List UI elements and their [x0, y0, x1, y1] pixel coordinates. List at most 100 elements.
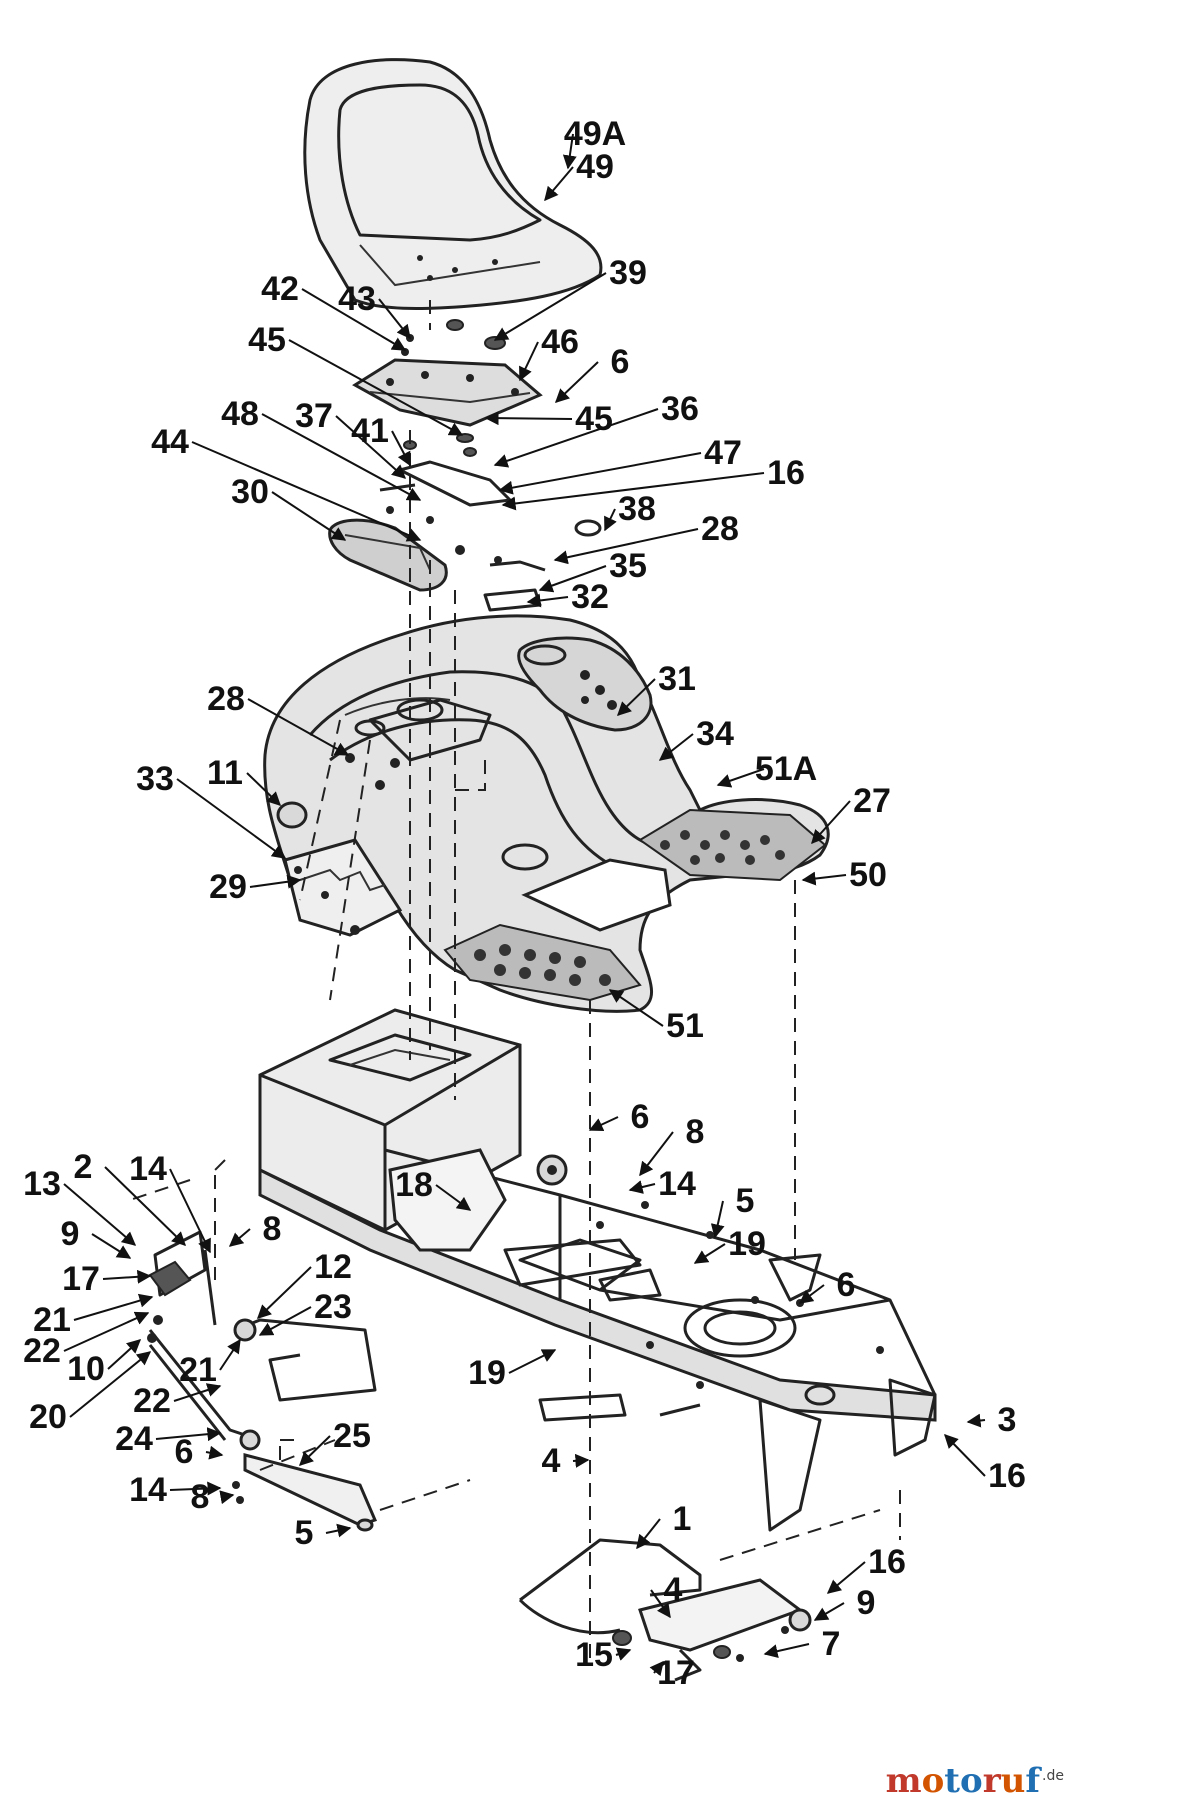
leader-line-c9a: [91, 1233, 132, 1259]
callout-label-c36: 36: [661, 390, 699, 428]
leader-line-c38: [604, 508, 617, 532]
leader-line-c19a: [693, 1243, 726, 1264]
callout-label-c1: 1: [673, 1500, 692, 1538]
callout-label-c4a: 4: [542, 1442, 561, 1480]
leader-line-c16b: [944, 1433, 986, 1477]
leader-line-c28b: [247, 698, 350, 756]
leader-line-c23: [258, 1306, 312, 1336]
leader-line-c29: [249, 874, 302, 889]
callout-label-c7: 7: [822, 1625, 841, 1663]
callout-label-c16c: 16: [868, 1543, 906, 1581]
leader-line-c49A: [562, 133, 577, 170]
leader-line-c46: [519, 341, 539, 382]
leader-line-c21b: [219, 1338, 241, 1371]
leader-line-c48: [261, 413, 422, 501]
callout-label-c22a: 22: [23, 1332, 61, 1370]
leader-line-c30: [271, 491, 347, 541]
leader-line-c9b: [813, 1602, 845, 1621]
leader-line-c22a: [63, 1311, 150, 1352]
leader-line-c14a: [628, 1180, 656, 1194]
knob: [276, 801, 308, 829]
leader-line-c47: [498, 452, 702, 495]
watermark: motoruf .de: [886, 1761, 1064, 1800]
leader-line-c33: [176, 778, 287, 859]
callout-label-c51: 51: [666, 1007, 704, 1045]
leader-line-c8a: [639, 1131, 674, 1177]
callout-label-c10: 10: [67, 1350, 105, 1388]
seat-slide-parts: [379, 433, 602, 612]
leader-line-c17a: [102, 1269, 152, 1284]
leader-line-c12: [256, 1266, 312, 1319]
lift-linkage: [147, 1230, 378, 1532]
callout-label-c14b: 14: [129, 1150, 167, 1188]
leader-line-c6d: [205, 1445, 224, 1460]
callout-label-c14a: 14: [658, 1165, 696, 1203]
callout-label-c42: 42: [261, 270, 299, 308]
leader-line-c4b: [650, 1589, 671, 1619]
seat-hardware: [401, 319, 506, 356]
seat-pan-bracket: [352, 358, 543, 427]
callout-label-c28b: 28: [207, 680, 245, 718]
leader-line-c16a: [501, 472, 765, 511]
leader-line-c16c: [826, 1561, 866, 1594]
callout-label-c5a: 5: [736, 1182, 755, 1220]
callout-label-c21b: 21: [179, 1351, 217, 1389]
callout-label-c29: 29: [209, 868, 247, 906]
leader-line-c35: [538, 565, 607, 593]
leader-line-c43: [378, 298, 411, 340]
callout-label-c15: 15: [575, 1636, 613, 1674]
callout-label-c8a: 8: [686, 1113, 705, 1151]
callout-label-c19a: 19: [728, 1225, 766, 1263]
leader-line-c37: [335, 415, 407, 479]
callout-label-c48: 48: [221, 395, 259, 433]
leader-line-c49: [544, 166, 574, 202]
frame-assembly: [258, 1008, 937, 1532]
leader-line-c5a: [710, 1200, 725, 1239]
callout-label-c9a: 9: [61, 1215, 80, 1253]
callout-label-c44: 44: [151, 423, 189, 461]
callout-label-c19b: 19: [468, 1354, 506, 1392]
callout-label-c20: 20: [29, 1398, 67, 1436]
callout-label-c45a: 45: [248, 321, 286, 359]
callout-label-c27: 27: [853, 782, 891, 820]
leader-line-c1: [636, 1518, 661, 1550]
leader-line-c13: [63, 1183, 137, 1246]
leader-line-c19b: [508, 1349, 557, 1374]
callout-label-c22b: 22: [133, 1382, 171, 1420]
callout-label-c35: 35: [609, 547, 647, 585]
callout-label-c5b: 5: [295, 1514, 314, 1552]
callout-label-c46: 46: [541, 323, 579, 361]
leader-line-c36: [493, 408, 659, 468]
callout-label-c45b: 45: [575, 400, 613, 438]
callout-label-c14c: 14: [129, 1471, 167, 1509]
leader-line-c32: [526, 593, 569, 608]
leader-line-c34: [658, 733, 694, 761]
callout-label-c17a: 17: [62, 1260, 100, 1298]
callout-label-c8c: 8: [191, 1478, 210, 1516]
callout-label-c31: 31: [658, 660, 696, 698]
callout-label-c3: 3: [998, 1401, 1017, 1439]
callout-label-c4b: 4: [664, 1571, 683, 1609]
console-panel: [328, 518, 448, 592]
leader-line-c51A: [716, 768, 765, 788]
callout-label-c34: 34: [696, 715, 734, 753]
callout-label-c18: 18: [395, 1166, 433, 1204]
assembly-lines: [129, 300, 901, 1660]
callout-label-c11: 11: [207, 754, 243, 792]
leader-line-c7: [763, 1643, 810, 1659]
watermark-brand: motoruf: [886, 1761, 1043, 1800]
leader-line-c41: [391, 430, 411, 467]
callout-label-c2: 2: [74, 1148, 93, 1186]
callout-label-c37: 37: [295, 397, 333, 435]
leader-line-c45b: [484, 411, 573, 426]
leader-line-c31: [616, 678, 656, 716]
leader-line-c22b: [173, 1383, 222, 1402]
leader-line-c39: [493, 272, 607, 341]
leader-line-c27: [811, 800, 851, 845]
leader-line-c6c: [798, 1284, 825, 1304]
leader-line-c6a: [554, 361, 599, 403]
callout-label-c21a: 21: [33, 1301, 71, 1339]
leader-line-c10: [107, 1339, 142, 1370]
watermark-suffix: .de: [1042, 1768, 1064, 1784]
